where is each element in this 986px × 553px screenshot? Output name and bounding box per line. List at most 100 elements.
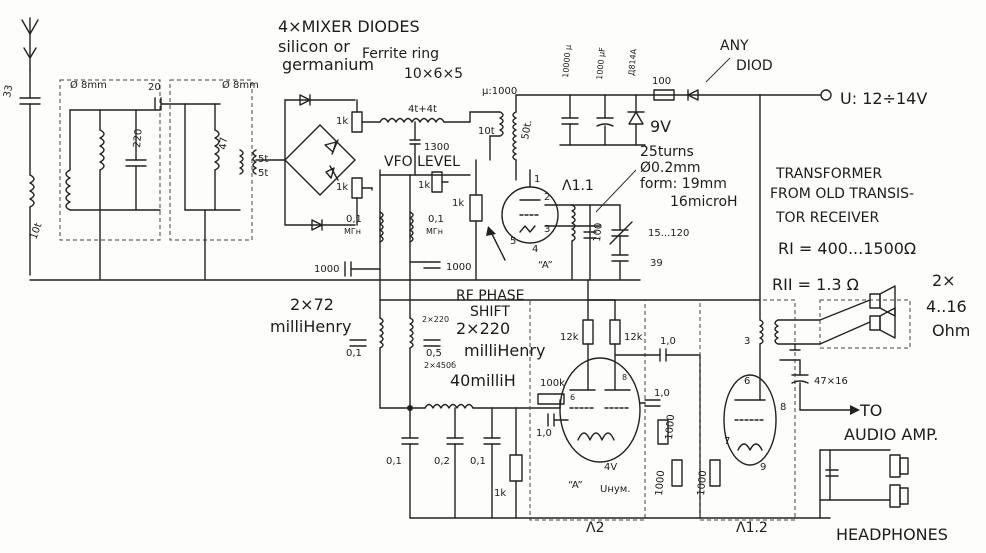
diam-8mm-label-1: Ø 8mm bbox=[70, 79, 107, 91]
coil-spec-label-2: Ø0.2mm bbox=[640, 160, 701, 176]
headphone-icon bbox=[889, 454, 909, 478]
res-1000-label-c: 1000 bbox=[696, 470, 709, 496]
pin-4v-label: 4V bbox=[604, 462, 617, 473]
l-01-unit-1: МГн bbox=[344, 227, 361, 236]
cap-1000-label-b: 1000 bbox=[446, 262, 471, 273]
speaker-icon bbox=[869, 285, 896, 317]
tube-pin-9: 9 bbox=[760, 462, 766, 473]
cap-05-label: 0,5 bbox=[426, 348, 442, 359]
pin8b-label: 8 bbox=[622, 373, 627, 382]
zener-diode bbox=[627, 94, 645, 146]
rf-phase-label-2: SHIFT bbox=[470, 304, 510, 320]
cap-01-label-b: 0,1 bbox=[386, 456, 402, 467]
speakers-unit-label: Ohm bbox=[932, 321, 970, 340]
l-2x220-label-1: 2×220 bbox=[456, 319, 510, 338]
res-100k-label: 100k bbox=[540, 378, 565, 389]
mu-label: μ:1000 bbox=[482, 86, 517, 97]
cap-10-label-1: 1,0 bbox=[660, 336, 676, 347]
choke-01-mgh-2 bbox=[409, 211, 414, 243]
cap-01-label-c: 0,1 bbox=[470, 456, 486, 467]
audio-choke-2x72 bbox=[379, 299, 384, 409]
transformer-label-1: TRANSFORMER bbox=[775, 166, 882, 182]
diam-8mm-label-2: Ø 8mm bbox=[222, 79, 259, 91]
pin-2-label: 2 bbox=[544, 192, 550, 203]
cap-20-label: 20 bbox=[148, 82, 161, 93]
tube-a12-label: Λ1.2 bbox=[736, 520, 768, 536]
cap-15-120-label: 15...120 bbox=[648, 228, 689, 239]
rf-phase-label-1: RF PHASE bbox=[456, 288, 525, 304]
to-audio-label-1: TO bbox=[859, 401, 882, 420]
cap-10-label-3: 1,0 bbox=[654, 388, 670, 399]
to-audio-label-2: AUDIO AMP. bbox=[844, 425, 938, 444]
input-coil bbox=[29, 169, 71, 276]
cap-39-label: 39 bbox=[650, 258, 663, 269]
audio-choke-2x220 bbox=[409, 299, 414, 409]
pin-a-label: “A” bbox=[538, 260, 553, 271]
cap-220-label: 220 bbox=[132, 128, 145, 148]
turns-5-label-2: 5t bbox=[258, 168, 268, 179]
variable-capacitor bbox=[609, 204, 633, 281]
cap-47x16-label: 47×16 bbox=[814, 376, 848, 387]
ferrite-ring-transformer bbox=[379, 117, 471, 176]
mixer-diodes-label-3: germanium bbox=[282, 55, 374, 74]
diode-icon bbox=[324, 139, 339, 155]
antenna-icon bbox=[21, 17, 39, 71]
output-transformer-10-50 bbox=[469, 94, 517, 181]
oscillator-coil-16uh bbox=[571, 204, 576, 242]
l-01-unit-2: МГн bbox=[426, 227, 443, 236]
cap-33-label: 33 bbox=[2, 84, 15, 98]
pin-1-label: 1 bbox=[534, 174, 540, 185]
mixer-diodes-label-1: 4×MIXER DIODES bbox=[278, 17, 420, 36]
diode-icon bbox=[299, 94, 311, 106]
input-capacitor-33 bbox=[19, 69, 41, 176]
tank-circuit-1 bbox=[69, 109, 161, 281]
cap-02-label: 0,2 bbox=[434, 456, 450, 467]
diode-ring-mixer bbox=[255, 94, 356, 231]
l-01-label-2: 0,1 bbox=[428, 214, 444, 225]
res-1k-label-2: 1k bbox=[336, 182, 348, 193]
speakers-count-label: 2× bbox=[932, 271, 956, 290]
tank-circuit-2 bbox=[184, 103, 241, 281]
tube-pin-8: 8 bbox=[780, 402, 786, 413]
ferrite-ring-label: Ferrite ring bbox=[362, 46, 439, 62]
resistor-100 bbox=[653, 89, 675, 101]
l-2x220-small-label: 2×220 bbox=[422, 315, 449, 324]
resistor-100k bbox=[537, 393, 565, 405]
res-1000-label-b: 1000 bbox=[654, 470, 667, 496]
turns-10t-label: 10t bbox=[478, 126, 495, 137]
turns-50t-label: 50t. bbox=[520, 119, 534, 140]
supply-terminal bbox=[820, 89, 832, 101]
res-12k-label-2: 12k bbox=[624, 332, 643, 343]
rf-phase-shift-pot bbox=[469, 194, 483, 222]
tube-icon bbox=[723, 374, 777, 466]
l-2x220-label-2: milliHenry bbox=[464, 341, 545, 360]
res-1000-label-a: 1000 bbox=[664, 414, 677, 440]
shield-box-2 bbox=[169, 79, 253, 241]
res-1k-label-3: 1k bbox=[418, 180, 430, 191]
cap-10-label-2: 1,0 bbox=[536, 428, 552, 439]
cap-100-label: 100 bbox=[592, 222, 605, 242]
res-12k-label-1: 12k bbox=[560, 332, 579, 343]
res-1k-label-1: 1k bbox=[336, 116, 348, 127]
pin6b-label: 6 bbox=[570, 393, 575, 402]
cap-47-label: 47 bbox=[218, 137, 230, 151]
transformer-label-2: FROM OLD TRANSIS- bbox=[770, 186, 914, 202]
turns-10-label: 10t bbox=[28, 222, 44, 241]
res-100-label: 100 bbox=[652, 76, 671, 87]
coil-spec-label-4: 16microH bbox=[670, 194, 738, 210]
tube-a12-box bbox=[699, 299, 796, 521]
l-2x72-label-1: 2×72 bbox=[290, 295, 334, 314]
supply-caps bbox=[561, 94, 614, 146]
coil-spec-label-3: form: 19mm bbox=[640, 176, 727, 192]
resistor-1000-a bbox=[657, 419, 669, 445]
pin-3-label: 3 bbox=[544, 224, 550, 235]
resistor-1k-bottom bbox=[351, 177, 363, 199]
tube-a11-label: Λ1.1 bbox=[562, 178, 594, 194]
diode-icon bbox=[311, 219, 323, 231]
headphones-label: HEADPHONES bbox=[836, 525, 948, 544]
vfo-level-label: VFO LEVEL bbox=[384, 154, 460, 170]
choke-40mh bbox=[424, 403, 474, 409]
resistor-1k-load bbox=[509, 454, 523, 482]
resistor-12k-1 bbox=[582, 319, 594, 345]
